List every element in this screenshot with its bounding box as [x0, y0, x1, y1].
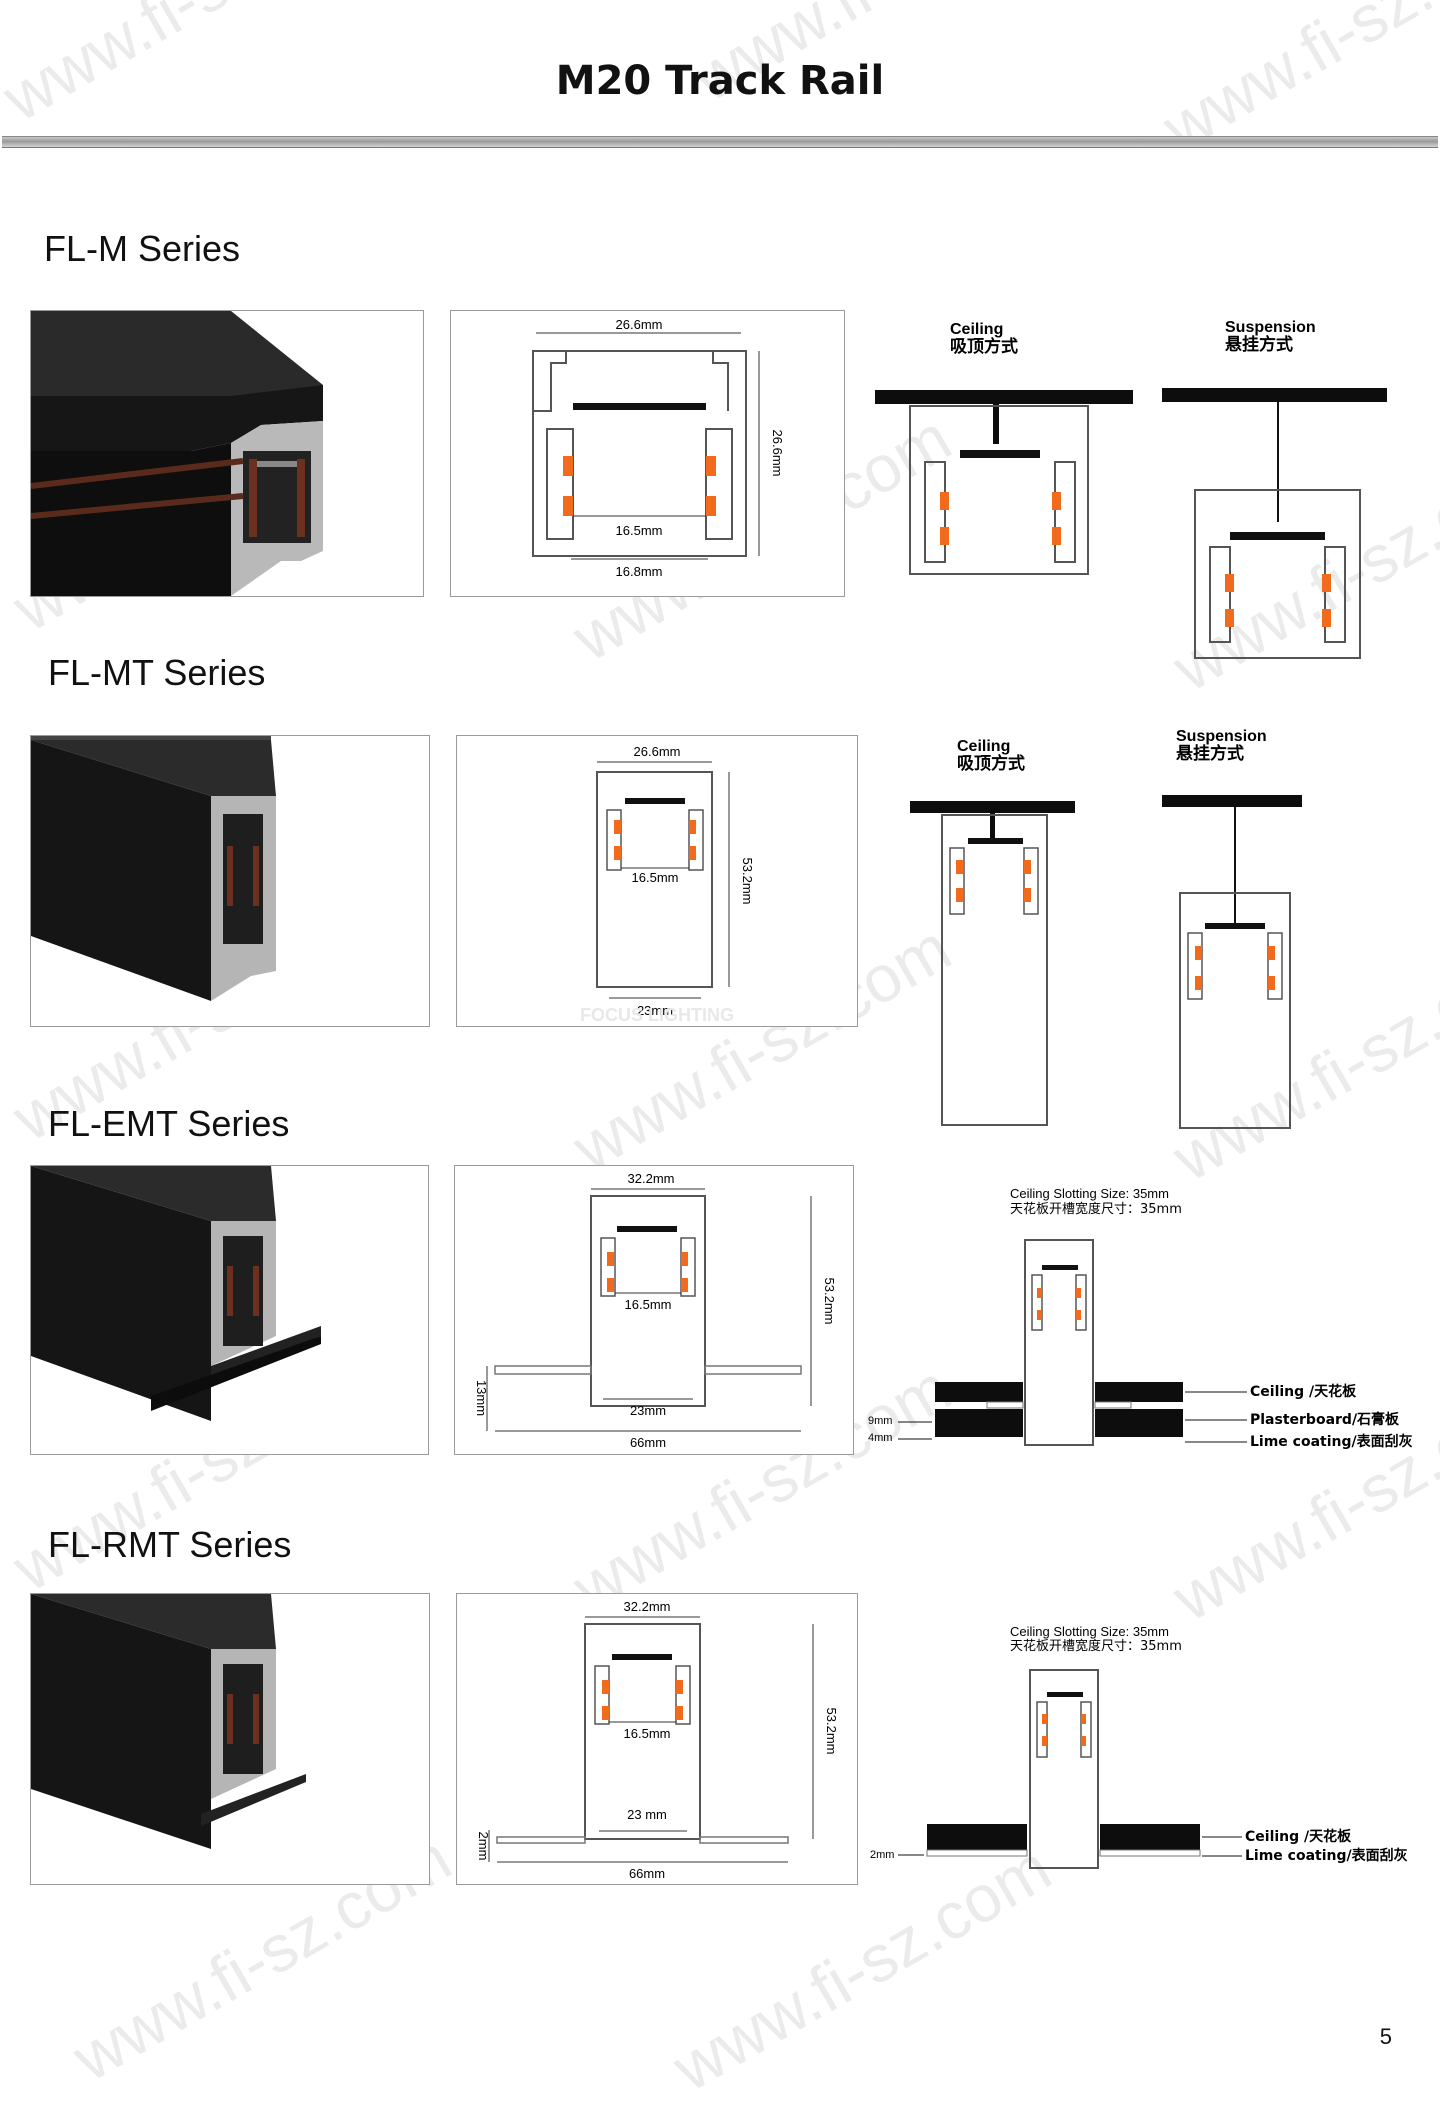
ceiling-label-en: Ceiling	[957, 738, 1010, 755]
dim-height: 26.6mm	[770, 430, 785, 477]
series-title-fl-m: FL-M Series	[44, 228, 241, 269]
cross-section-fl-rmt: 32.2mm 16.5mm 23 mm 66mm 2mm 53.2mm	[456, 1593, 858, 1885]
dim-2mm: 2mm	[870, 1849, 894, 1861]
dim-width: 32.2mm	[628, 1171, 675, 1186]
series-title-fl-mt: FL-MT Series	[48, 652, 266, 693]
product-photo-fl-mt	[30, 735, 430, 1027]
dim-total: 66mm	[630, 1435, 666, 1450]
dim-bottom: 23mm	[630, 1403, 666, 1418]
dim-bottom: 23 mm	[627, 1807, 667, 1822]
product-photo-fl-rmt	[30, 1593, 430, 1885]
dim-width: 32.2mm	[624, 1599, 671, 1614]
suspension-label-cn: 悬挂方式	[1225, 334, 1293, 355]
dim-total: 66mm	[629, 1866, 665, 1881]
dim-inner: 16.5mm	[624, 1726, 671, 1741]
dim-width: 26.6mm	[616, 317, 663, 332]
dim-height: 53.2mm	[740, 858, 755, 905]
cross-section-fl-emt: 32.2mm 16.5mm 23mm 66mm 13mm 53.2mm	[454, 1165, 854, 1455]
dim-flange: 2mm	[476, 1832, 491, 1861]
dim-flange: 13mm	[474, 1380, 489, 1416]
product-photo-fl-emt	[30, 1165, 429, 1455]
series-title-fl-rmt: FL-RMT Series	[48, 1524, 292, 1565]
cross-section-fl-m: 26.6mm 16.5mm 16.8mm 26.6mm	[450, 310, 845, 597]
dim-inner: 16.5mm	[616, 523, 663, 538]
install-diagram-fl-mt: Ceiling 吸顶方式 Suspension 悬挂方式	[900, 718, 1340, 1138]
ceiling-label-cn: 吸顶方式	[957, 753, 1025, 774]
page-title: M20 Track Rail	[555, 58, 885, 104]
dim-height: 53.2mm	[822, 1278, 837, 1325]
dim-width: 26.6mm	[634, 744, 681, 759]
header-divider	[2, 136, 1438, 148]
dim-inner: 16.5mm	[632, 870, 679, 885]
slot-size-cn: 天花板开槽宽度尺寸：35mm	[1010, 1638, 1182, 1654]
cross-section-fl-mt: 26.6mm 16.5mm 23mm 53.2mm FOCUS LIGHTING	[456, 735, 858, 1027]
install-diagram-fl-rmt: Ceiling Slotting Size: 35mm 天花板开槽宽度尺寸：35…	[862, 1612, 1412, 1872]
ceiling-label-cn: 吸顶方式	[950, 336, 1018, 357]
install-diagram-fl-m: Ceiling 吸顶方式 Suspension 悬挂方式	[870, 312, 1420, 667]
suspension-label-cn: 悬挂方式	[1176, 743, 1244, 764]
layer-lime-coating: Lime coating/表面刮灰	[1250, 1433, 1412, 1450]
suspension-label-en: Suspension	[1225, 319, 1316, 336]
layer-ceiling: Ceiling /天花板	[1245, 1828, 1352, 1845]
dim-bottom: 23mm	[637, 1003, 673, 1018]
dim-4mm: 4mm	[868, 1432, 892, 1444]
ceiling-label-en: Ceiling	[950, 321, 1003, 338]
page-number: 5	[1379, 2024, 1392, 2049]
dim-inner: 16.5mm	[625, 1297, 672, 1312]
series-title-fl-emt: FL-EMT Series	[48, 1103, 290, 1144]
layer-ceiling: Ceiling /天花板	[1250, 1383, 1357, 1400]
dim-bottom: 16.8mm	[616, 564, 663, 579]
suspension-label-en: Suspension	[1176, 728, 1267, 745]
install-diagram-fl-emt: Ceiling Slotting Size: 35mm 天花板开槽宽度尺寸：35…	[862, 1180, 1412, 1470]
dim-height: 53.2mm	[824, 1708, 839, 1755]
dim-9mm: 9mm	[868, 1415, 892, 1427]
slot-size-cn: 天花板开槽宽度尺寸：35mm	[1010, 1201, 1182, 1217]
layer-lime-coating: Lime coating/表面刮灰	[1245, 1847, 1408, 1864]
layer-plasterboard: Plasterboard/石膏板	[1250, 1411, 1400, 1428]
slot-size-en: Ceiling Slotting Size: 35mm	[1010, 1186, 1169, 1201]
brand-mark: FOCUS LIGHTING	[580, 1005, 734, 1025]
product-photo-fl-m	[30, 310, 424, 597]
slot-size-en: Ceiling Slotting Size: 35mm	[1010, 1624, 1169, 1639]
